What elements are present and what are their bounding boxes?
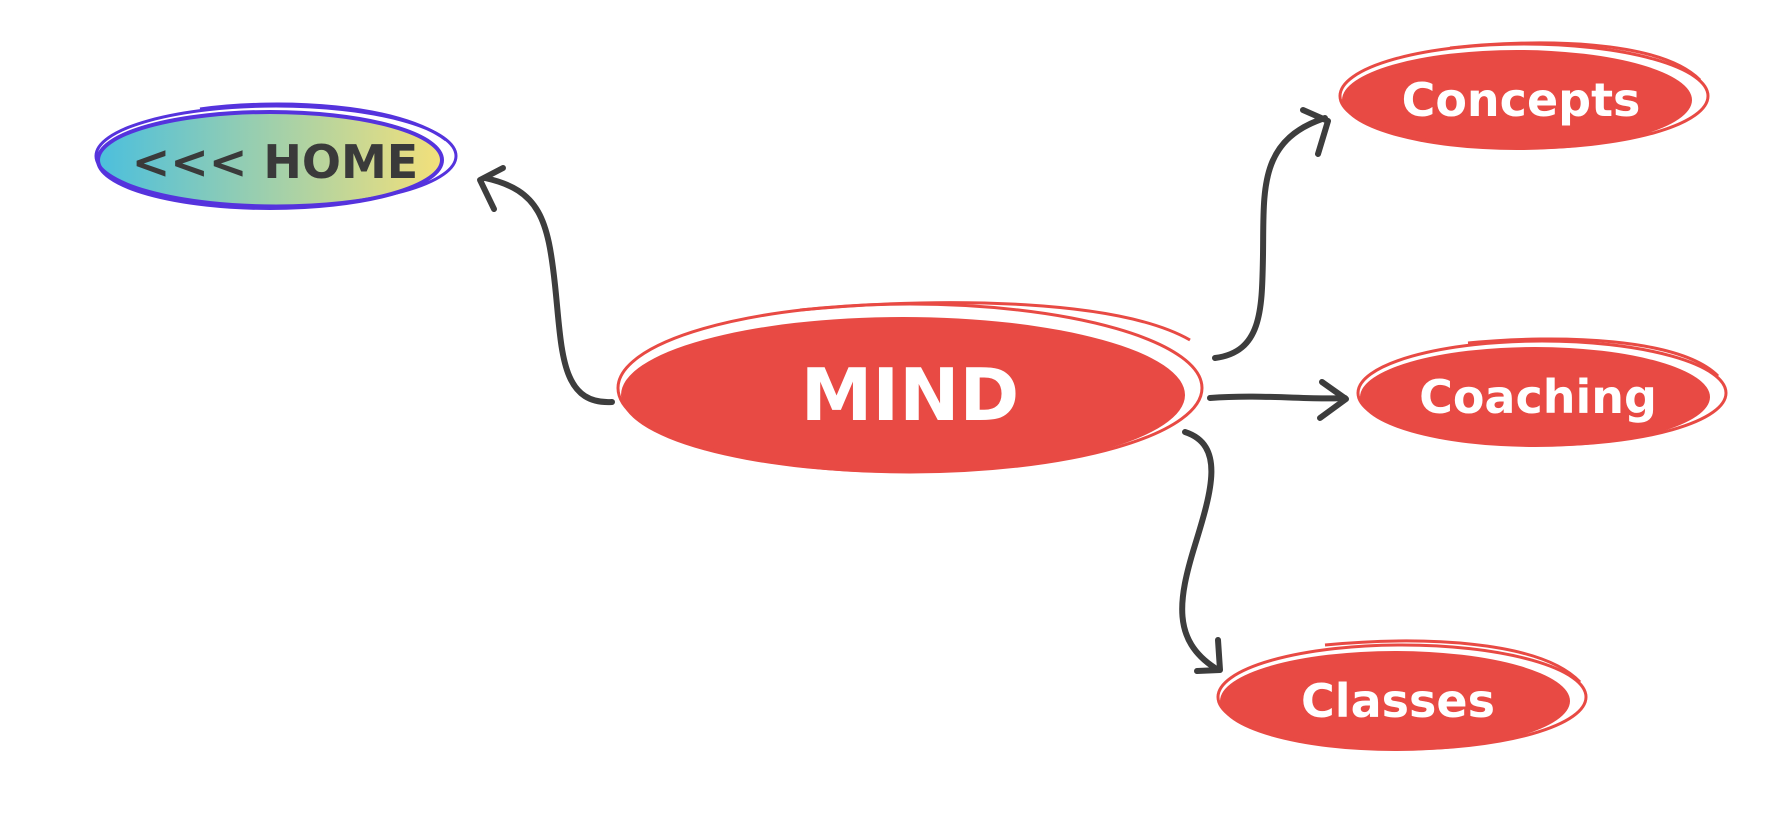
coaching-node-shape [1360,347,1710,447]
arrow-to-classes-head [1194,637,1223,674]
center-node: MIND [616,301,1204,474]
arrow-to-coaching [1207,379,1349,421]
classes-node-label: Classes [1301,674,1495,728]
home-node[interactable]: <<< HOME [94,102,458,210]
coaching-node-label: Coaching [1419,370,1657,424]
arrow-to-concepts-line [1212,115,1328,361]
home-node-sketch-outline [94,104,458,208]
arrow-to-coaching-head [1317,379,1349,421]
classes-node-sketch-stroke [1324,639,1582,684]
arrow-to-home [477,165,615,406]
arrow-to-coaching-line [1207,393,1348,402]
concepts-node-label: Concepts [1402,73,1641,127]
arrow-to-concepts-head [1300,107,1331,157]
center-node-shape [621,317,1185,473]
coaching-node-sketch-stroke [1467,337,1720,378]
center-node-sketch-stroke [799,301,1191,342]
arrow-to-classes [1179,429,1223,674]
concepts-node-shape [1342,50,1692,150]
concepts-node[interactable]: Concepts [1338,41,1710,150]
connectors [477,107,1349,674]
concepts-node-sketch-stroke [1449,41,1702,82]
home-node-sketch-stroke [199,102,447,142]
home-node-label: <<< HOME [132,135,418,189]
coaching-node-sketch-outline [1356,339,1728,447]
arrow-to-home-head [477,165,506,212]
coaching-node[interactable]: Coaching [1356,337,1728,447]
arrow-to-home-line [482,175,615,406]
arrow-to-concepts [1212,107,1331,361]
center-node-label: MIND [801,353,1019,437]
classes-node-shape [1220,651,1570,751]
classes-node-sketch-outline [1216,643,1588,751]
classes-node[interactable]: Classes [1216,639,1588,751]
arrow-to-classes-line [1179,429,1218,671]
